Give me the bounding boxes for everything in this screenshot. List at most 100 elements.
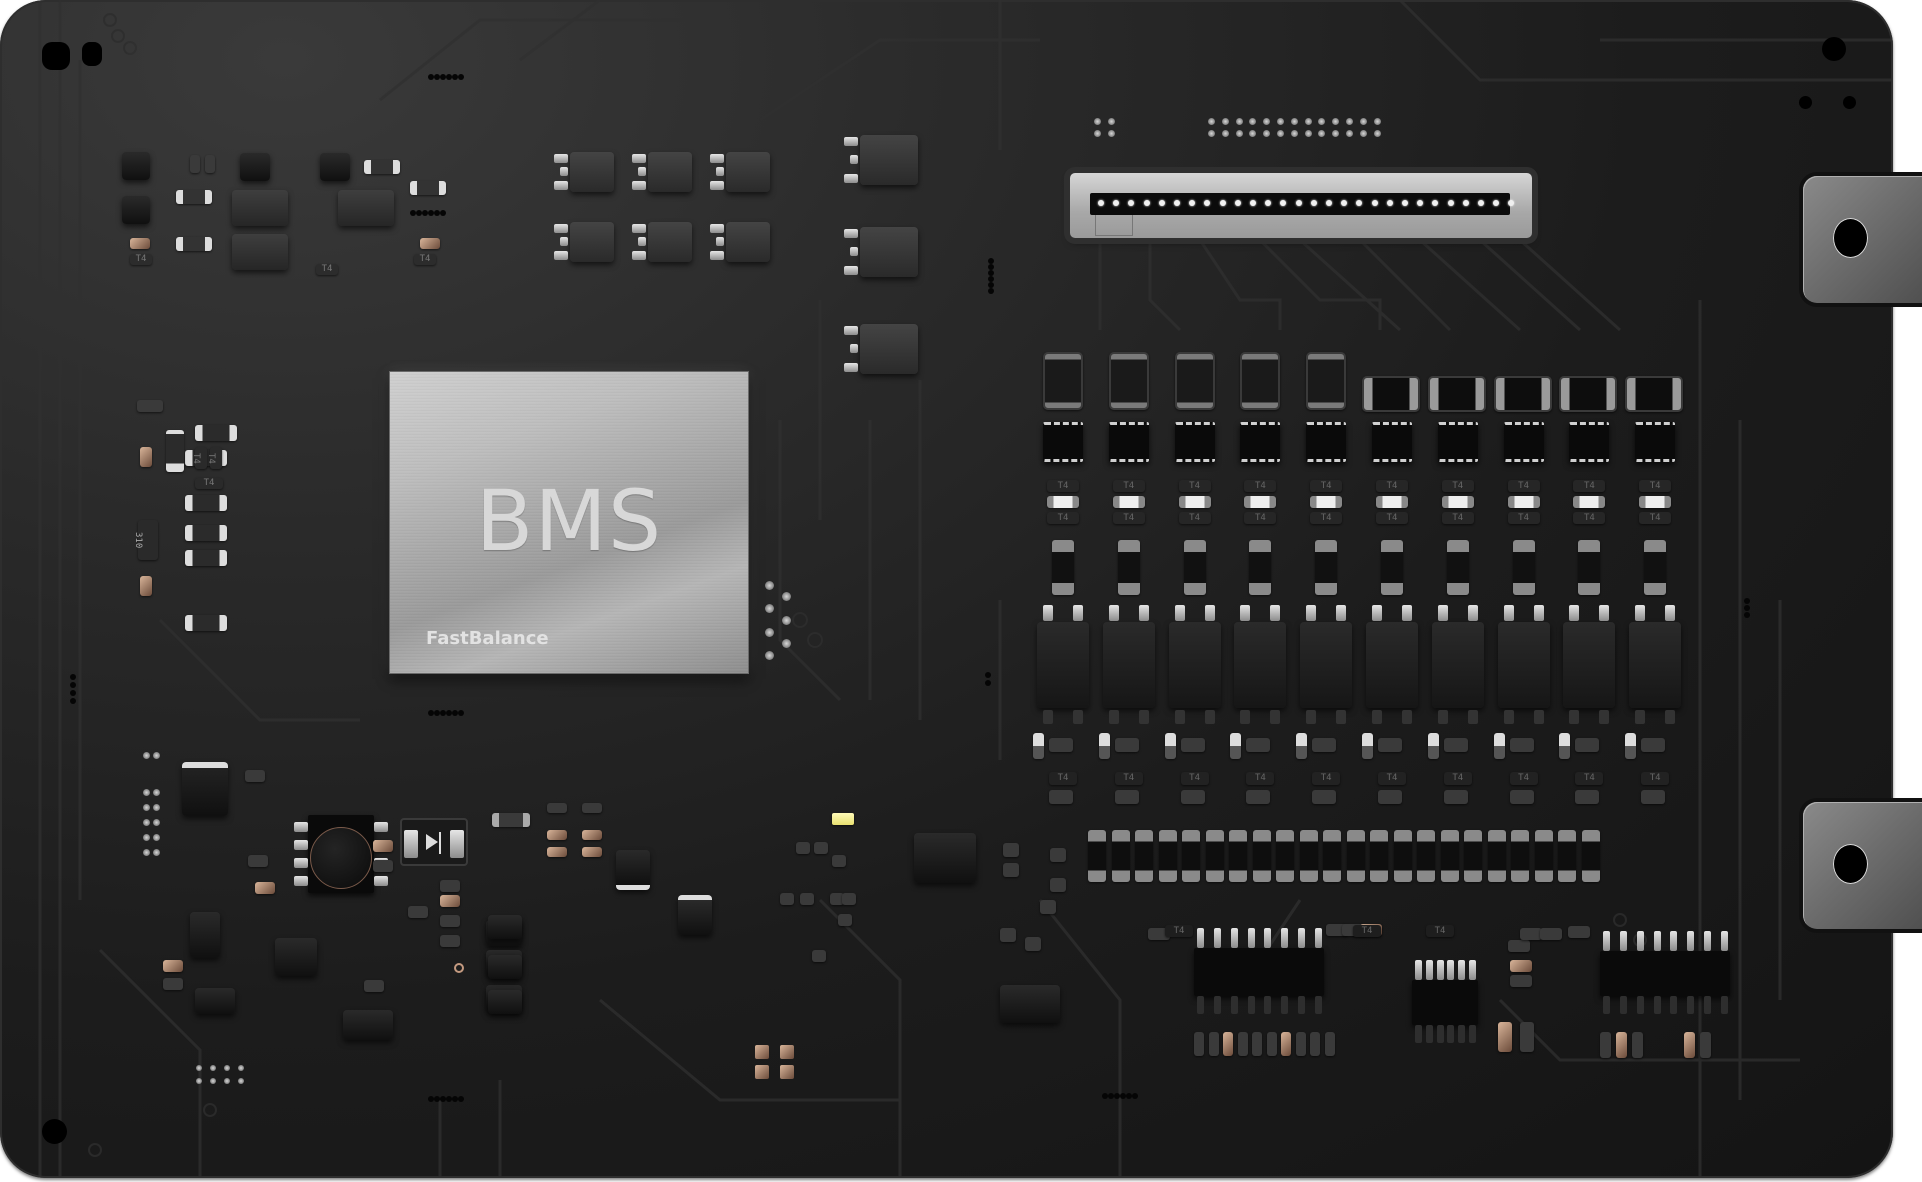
- smd-resistor-marked: T4: [1573, 480, 1606, 492]
- smd-resistor: [245, 770, 265, 782]
- regulator-lead: [844, 363, 858, 372]
- ic-pin: [1415, 1025, 1422, 1043]
- via: [1304, 130, 1312, 137]
- array-resistor: [1182, 830, 1200, 882]
- array-resistor: [1581, 830, 1600, 882]
- mounting-hole: [82, 42, 102, 66]
- smd-resistor: [547, 803, 567, 813]
- marker-dot: [434, 74, 440, 80]
- smd-resistor: [364, 980, 384, 992]
- smd-resistor: [1625, 733, 1637, 759]
- smd-resistor: [1632, 1032, 1643, 1058]
- sot-regulator: [726, 152, 770, 192]
- balance-mosfet: [1037, 622, 1089, 708]
- ic-pin: [1704, 931, 1712, 951]
- marker-dot: [428, 74, 434, 80]
- via: [1094, 118, 1101, 125]
- smd-resistor: [1047, 496, 1079, 508]
- via: [143, 752, 150, 759]
- smd-resistor: [1050, 878, 1066, 892]
- marker-dot: [1114, 1093, 1120, 1099]
- smd-resistor: [1003, 863, 1019, 877]
- connector-pin: [1280, 200, 1287, 206]
- smd-capacitor: [255, 882, 275, 894]
- ic-pin: [1603, 996, 1610, 1014]
- via: [1277, 130, 1284, 137]
- smd-resistor-marked: T4: [191, 447, 207, 469]
- mosfet-lead: [1336, 605, 1347, 621]
- array-resistor: [1088, 830, 1106, 882]
- output-tab-positive[interactable]: [1803, 176, 1922, 303]
- bulk-capacitor: [1306, 352, 1347, 410]
- bulk-capacitor: [1493, 376, 1552, 412]
- marker-dot: [985, 680, 991, 686]
- smd-resistor: [440, 935, 460, 947]
- via: [1373, 118, 1381, 125]
- via: [1208, 130, 1215, 137]
- smd-capacitor: [1498, 1022, 1512, 1052]
- array-resistor: [1205, 830, 1224, 882]
- array-resistor: [1299, 830, 1318, 882]
- smd-resistor-marked: T4: [1112, 512, 1145, 524]
- mounting-hole: [42, 1119, 67, 1144]
- smd-resistor: [1310, 1032, 1320, 1056]
- smd-resistor-marked: T4: [1178, 512, 1211, 524]
- smd-resistor: [410, 181, 446, 195]
- marker-dot: [988, 282, 994, 288]
- sot-regulator: [860, 135, 918, 185]
- smd-resistor: [1112, 496, 1145, 508]
- array-resistor: [1417, 830, 1435, 882]
- balance-connector[interactable]: [1070, 173, 1532, 238]
- mosfet-lead: [1599, 710, 1610, 724]
- smd-resistor: [1180, 790, 1205, 804]
- ic-pin: [1670, 996, 1678, 1014]
- smd-resistor: [1295, 1032, 1306, 1056]
- ic-pin: [1315, 928, 1322, 948]
- connector-pin: [1295, 200, 1302, 206]
- sot-regulator: [860, 324, 918, 374]
- via: [1373, 130, 1381, 137]
- mosfet-lead: [1073, 710, 1083, 724]
- mosfet-lead: [1569, 710, 1580, 724]
- smd-resistor: [185, 525, 227, 541]
- mosfet-lead: [1240, 710, 1251, 724]
- ic-pin: [1447, 1025, 1455, 1043]
- marker-dot: [440, 710, 446, 716]
- inductor-lead: [374, 822, 388, 832]
- smd-resistor: [440, 880, 460, 892]
- smd-resistor: [1114, 738, 1139, 752]
- smd-resistor-marked: T4: [1047, 480, 1079, 492]
- smd-capacitor: [420, 238, 440, 249]
- diode-symbol-icon: [426, 834, 438, 850]
- smd-resistor-marked: T4: [1639, 512, 1672, 524]
- soic-ic: [122, 152, 150, 180]
- smd-resistor: [364, 160, 400, 174]
- bulk-capacitor: [1362, 376, 1420, 412]
- smd-resistor: [1003, 843, 1019, 857]
- output-tab-negative[interactable]: [1803, 802, 1922, 929]
- inductor-lead: [294, 876, 308, 886]
- regulator-lead: [716, 167, 724, 176]
- bulk-capacitor: [1240, 352, 1281, 410]
- smd-diode-marked: 310: [133, 520, 158, 560]
- ic-pin: [1436, 960, 1444, 980]
- array-resistor: [1346, 830, 1365, 882]
- smd-resistor: [1573, 496, 1606, 508]
- marker-dot: [428, 1096, 434, 1102]
- smd-resistor: [1098, 733, 1110, 759]
- array-resistor: [1158, 830, 1177, 882]
- via: [238, 1078, 244, 1084]
- via: [238, 1065, 244, 1071]
- sot-regulator: [648, 222, 692, 262]
- smd-capacitor: [1520, 1022, 1534, 1052]
- smd-resistor-marked: T4: [130, 254, 152, 265]
- ic-pin: [1670, 931, 1678, 951]
- via: [143, 804, 150, 811]
- smd-resistor: [176, 190, 212, 204]
- smd-resistor-marked: T4: [1246, 772, 1275, 785]
- bms-chip: BMS FastBalance: [390, 372, 748, 673]
- smd-resistor-marked: T4: [1112, 480, 1145, 492]
- connector-pin: [1204, 200, 1211, 206]
- array-resistor: [1534, 830, 1553, 882]
- smd-resistor: [1507, 496, 1540, 508]
